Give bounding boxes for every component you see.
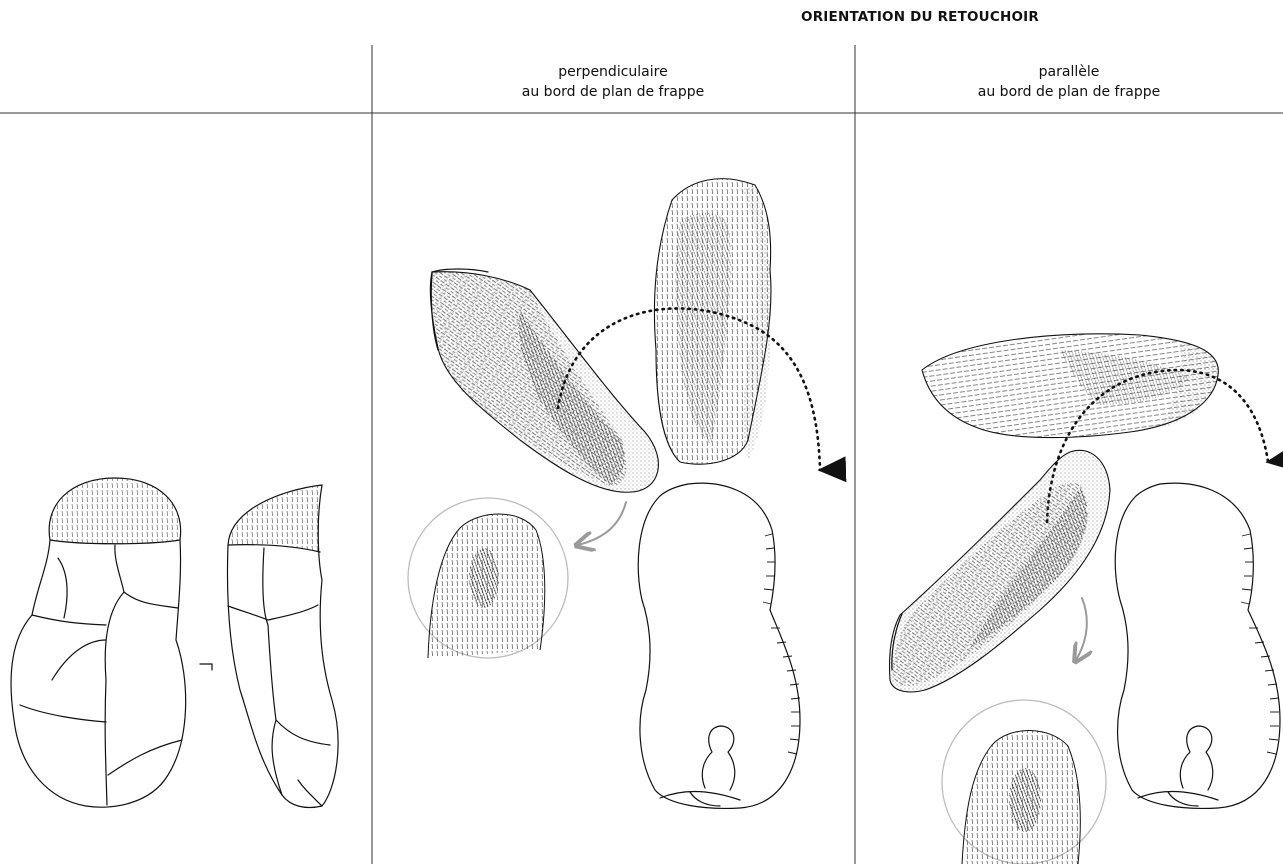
blank-outline-parallel [1115,483,1280,808]
retoucher-parallel-tilted [889,450,1110,692]
detail-inset-perpendicular [408,498,568,658]
zoom-arrow-parallel [1076,598,1087,660]
detail-inset-parallel [942,700,1106,864]
core-side-scars [228,485,322,552]
retouch-marks-parallel [1241,534,1279,754]
retoucher-perpendicular-tilted [430,269,658,492]
core-front-scars [49,478,180,544]
zoom-arrow-perpendicular [578,502,626,545]
blank-outline-perpendicular [638,483,800,808]
retoucher-perpendicular-upright [654,179,771,465]
core-side-view [228,485,339,808]
core-front-view [11,478,186,807]
retoucher-parallel-horizontal [922,334,1219,438]
retouch-marks-perpendicular [763,534,800,754]
rotation-arrow-icon [200,664,212,670]
